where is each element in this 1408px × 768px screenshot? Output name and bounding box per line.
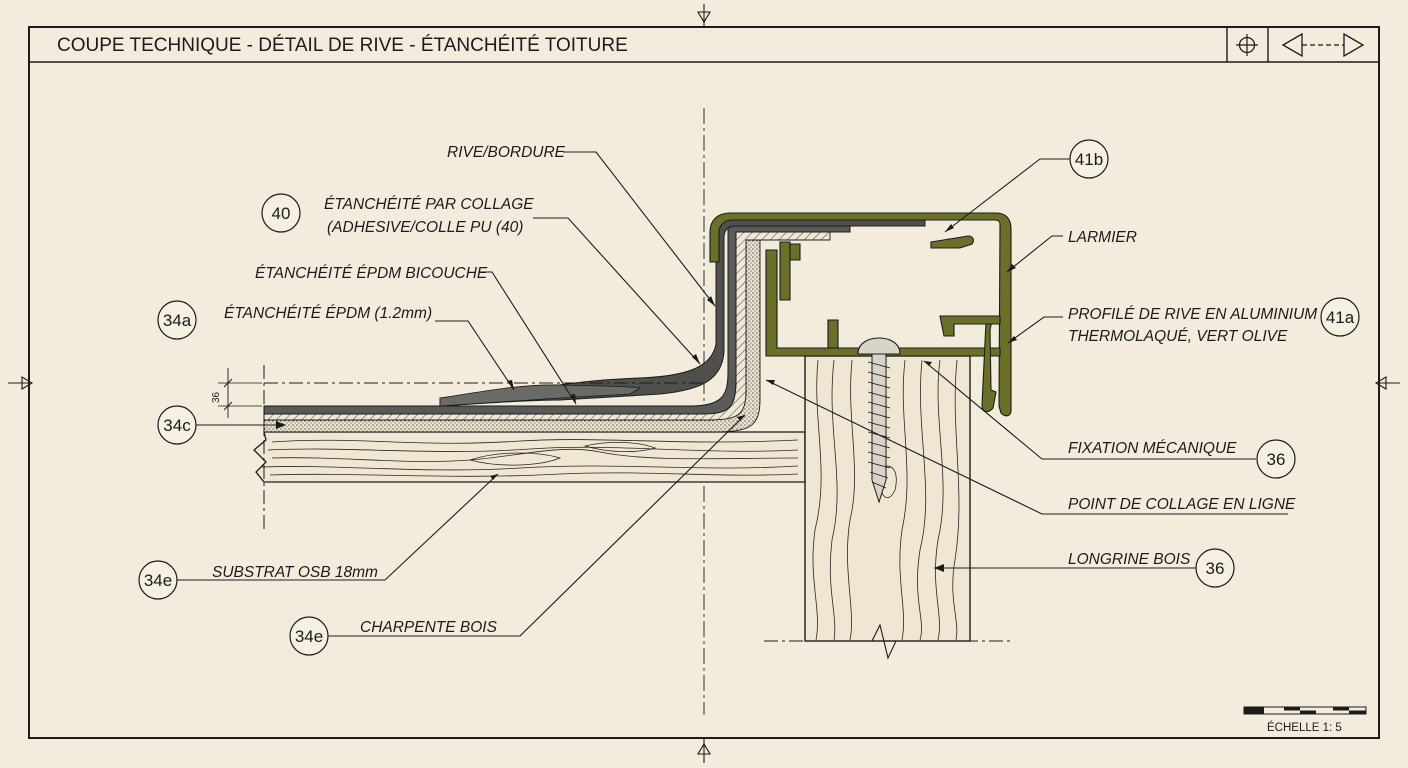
label-larmier: LARMIER [1068,229,1137,246]
label-substrat-osb: SUBSTRAT OSB 18mm [212,564,378,581]
dimension-36: 36 [211,368,262,418]
tag-34a: 34a [157,300,197,340]
page-title: COUPE TECHNIQUE - DÉTAIL DE RIVE - ÉTANC… [57,35,628,56]
label-longrine-bois: LONGRINE BOIS [1068,551,1191,568]
label-rive-bordure: RIVE/BORDURE [447,144,566,161]
svg-text:34c: 34c [163,416,191,435]
svg-text:36: 36 [1267,450,1286,469]
tag-40: 40 [261,193,301,233]
label-etancheite-collage: ÉTANCHÉITÉ PAR COLLAGE [324,196,534,213]
timber-beam [804,355,971,642]
leader-lines [177,151,1288,637]
svg-text:34e: 34e [295,627,323,646]
svg-text:36: 36 [1206,559,1225,578]
label-profile-aluminium: PROFILÉ DE RIVE EN ALUMINIUM [1068,306,1317,323]
label-adhesive-colle: (ADHESIVE/COLLE PU (40) [327,219,523,236]
label-charpente-bois: CHARPENTE BOIS [360,619,498,636]
leader-arrowheads [276,224,1017,572]
tag-34c: 34c [157,405,197,445]
svg-text:34e: 34e [144,571,172,590]
aluminium-profile [709,212,1012,417]
tag-34e-substrat: 34e [138,560,178,600]
label-epdm-thickness: ÉTANCHÉITÉ ÉPDM (1.2mm) [224,305,432,322]
label-point-collage: POINT DE COLLAGE EN LIGNE [1068,496,1296,513]
scale-bar: ÉCHELLE 1: 5 [1243,706,1367,734]
tag-41a: 41a [1320,297,1360,337]
dimension-text: 36 [211,391,222,403]
tag-36-longrine: 36 [1195,548,1235,588]
svg-text:40: 40 [272,204,291,223]
label-epdm-bicouche: ÉTANCHÉITÉ ÉPDM BICOUCHE [255,265,488,282]
tag-41b: 41b [1069,139,1109,179]
scale-text: ÉCHELLE 1: 5 [1267,721,1342,734]
svg-text:41b: 41b [1075,150,1103,169]
double-arrow-icon [1281,32,1365,58]
label-fixation-mecanique: FIXATION MÉCANIQUE [1068,440,1237,457]
label-thermolaque: THERMOLAQUÉ, VERT OLIVE [1068,328,1288,345]
center-marker-icon [8,4,1400,763]
svg-text:41a: 41a [1326,308,1355,327]
tag-36-fixation: 36 [1256,439,1296,479]
osb-substrate [253,431,806,483]
tag-34e-charpente: 34e [289,616,329,656]
crosshair-icon [1236,34,1258,56]
svg-text:34a: 34a [163,311,192,330]
waterproofing-layers [263,217,926,433]
